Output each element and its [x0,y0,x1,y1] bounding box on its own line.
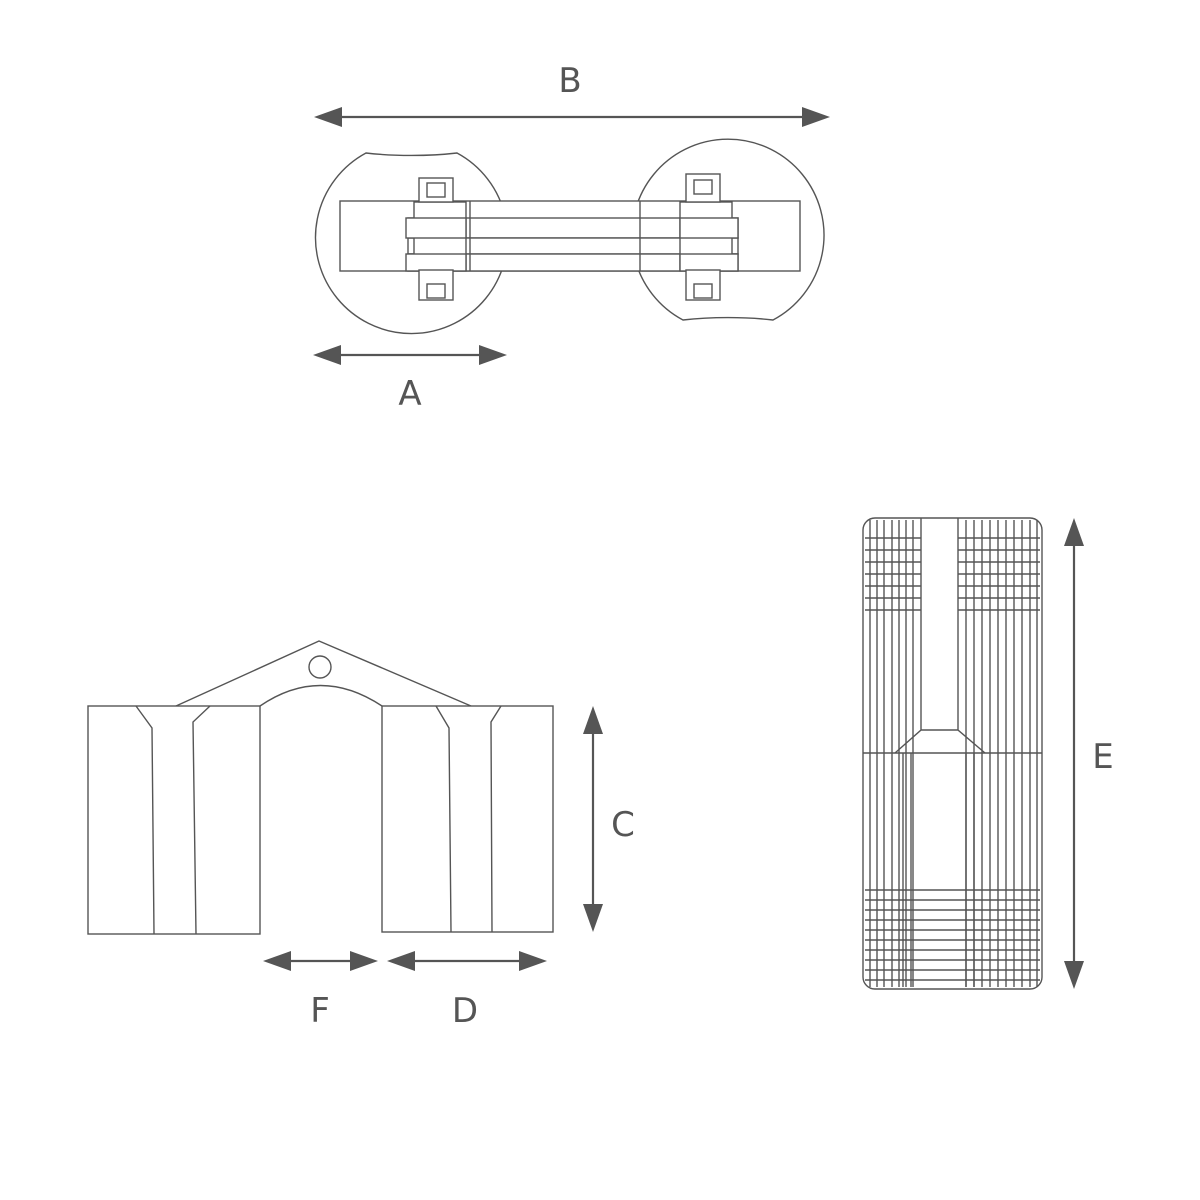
label-f: F [310,991,330,1031]
side-view: E [862,517,1114,990]
left-disc [314,152,509,335]
bridge-arch [259,684,383,707]
right-clamp [679,173,739,301]
left-block [87,705,261,935]
label-c: C [611,805,635,845]
label-b: B [558,61,581,101]
lifting-hole [308,655,332,679]
label-e: E [1092,737,1113,777]
label-a: A [398,374,421,414]
side-slot-funnel [894,518,986,754]
right-block [381,705,554,933]
dimension-b: B [314,61,830,127]
top-view: B A [313,61,830,414]
dimension-f: F [263,951,378,1031]
bridge-triangle [175,640,472,707]
dimension-a: A [313,345,507,414]
left-clamp [405,177,467,301]
right-disc [631,138,825,321]
side-grid-lines [865,520,1040,987]
dimension-d: D [387,951,547,1031]
dimension-e: E [1064,518,1114,989]
front-view: C F D [87,640,635,1031]
label-d: D [452,991,478,1031]
dimension-c: C [583,706,635,932]
